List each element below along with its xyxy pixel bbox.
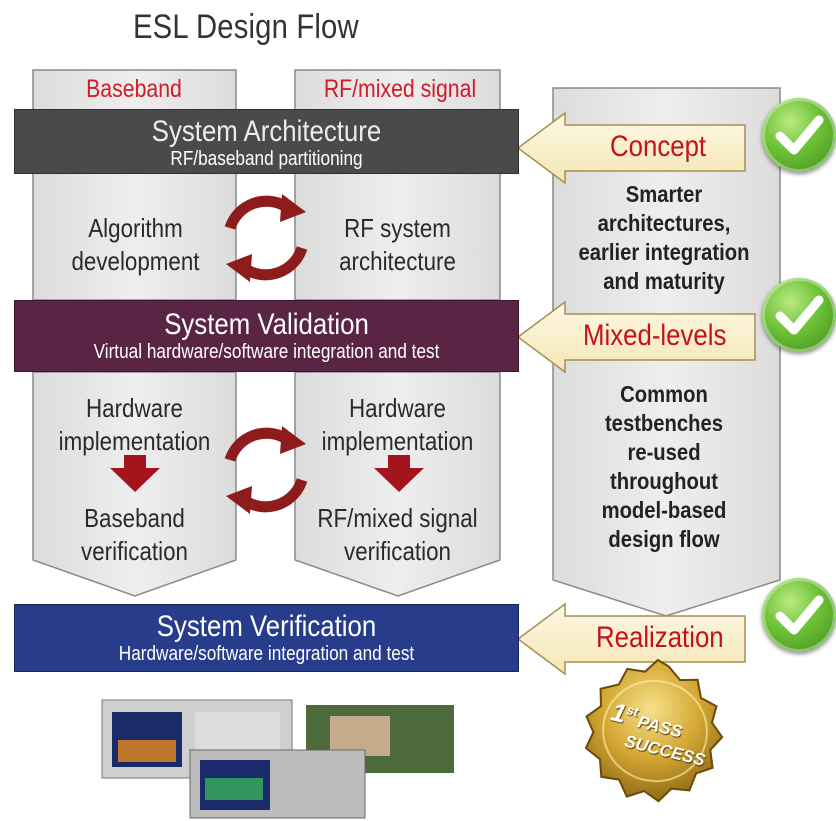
check-icon bbox=[762, 578, 836, 652]
system-validation-subtitle: Virtual hardware/software integration an… bbox=[93, 341, 440, 363]
down-arrow-icon bbox=[110, 455, 160, 492]
system-architecture-title: System Architecture bbox=[151, 115, 382, 148]
mixed-levels-tab bbox=[516, 300, 756, 374]
gold-seal-icon bbox=[584, 658, 724, 803]
realization-tab bbox=[516, 602, 746, 676]
system-validation-title: System Validation bbox=[164, 308, 369, 341]
system-validation-band: System Validation Virtual hardware/softw… bbox=[14, 300, 519, 372]
baseband-verification-text: Baseband verification bbox=[81, 503, 188, 566]
system-verification-title: System Verification bbox=[156, 610, 377, 643]
concept-tab bbox=[516, 111, 746, 185]
rf-system-architecture-text: RF system architecture bbox=[339, 213, 456, 276]
cycle-arrows-icon bbox=[224, 194, 308, 282]
smarter-architectures-text: Smarter architectures, earlier integrati… bbox=[578, 181, 750, 294]
diagram-title: ESL Design Flow bbox=[133, 8, 359, 46]
check-icon bbox=[762, 278, 836, 352]
common-testbenches-text: Common testbenches re-used throughout mo… bbox=[601, 381, 727, 552]
concept-label: Concept bbox=[610, 130, 707, 163]
mixed-levels-label: Mixed-levels bbox=[583, 319, 727, 352]
baseband-hardware-implementation-text: Hardware implementation bbox=[58, 393, 211, 456]
cycle-arrows-icon bbox=[224, 426, 308, 514]
system-architecture-subtitle: RF/baseband partitioning bbox=[170, 148, 363, 170]
instrument-photo bbox=[101, 699, 454, 819]
system-verification-subtitle: Hardware/software integration and test bbox=[118, 643, 415, 665]
seal-number-suffix: st bbox=[625, 702, 641, 720]
algorithm-development-text: Algorithm development bbox=[71, 213, 200, 276]
check-icon bbox=[762, 98, 836, 172]
down-arrow-icon bbox=[374, 455, 424, 492]
rf-hardware-implementation-text: Hardware implementation bbox=[321, 393, 474, 456]
system-verification-band: System Verification Hardware/software in… bbox=[14, 604, 519, 672]
baseband-label: Baseband bbox=[86, 75, 182, 103]
rf-verification-text: RF/mixed signal verification bbox=[317, 503, 478, 566]
realization-label: Realization bbox=[596, 621, 724, 654]
system-architecture-band: System Architecture RF/baseband partitio… bbox=[14, 109, 519, 174]
rf-mixed-signal-label: RF/mixed signal bbox=[323, 75, 477, 103]
